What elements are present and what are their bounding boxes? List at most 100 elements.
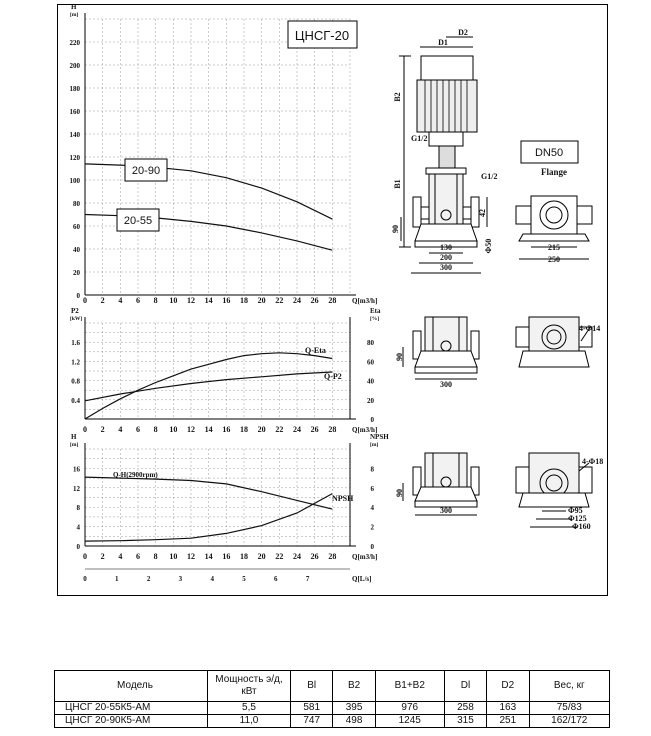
flange-middle-view bbox=[515, 316, 593, 368]
cell-b2: 498 bbox=[332, 714, 376, 728]
y2-tick-label: 20 bbox=[367, 397, 375, 405]
svg-text:B2: B2 bbox=[393, 92, 402, 101]
x-tick-label: 2 bbox=[101, 425, 105, 434]
x-tick-label: 26 bbox=[311, 552, 319, 561]
svg-text:90: 90 bbox=[395, 353, 404, 361]
series-line bbox=[84, 371, 333, 402]
x-tick-label: 22 bbox=[275, 296, 283, 305]
svg-text:B1: B1 bbox=[393, 179, 402, 188]
y-tick-label: 20 bbox=[73, 269, 81, 277]
cell-b1b2: 976 bbox=[374, 701, 445, 715]
x-tick-label: 16 bbox=[222, 425, 230, 434]
series-label: NPSH bbox=[332, 494, 354, 503]
svg-text:42: 42 bbox=[478, 209, 487, 217]
cell-model: ЦНСГ 20-90К5-АМ bbox=[54, 714, 208, 728]
x-tick-label: 28 bbox=[328, 296, 336, 305]
cell-d1: 315 bbox=[443, 714, 488, 728]
x-tick-label: 12 bbox=[187, 425, 195, 434]
y2-tick-label: 2 bbox=[371, 524, 375, 532]
y-tick-label: 0.8 bbox=[71, 378, 80, 386]
y2-tick-label: 6 bbox=[371, 485, 375, 493]
x-axis-label: Q[m3/h] bbox=[352, 297, 377, 305]
cell-b1: 581 bbox=[289, 701, 334, 715]
x-tick-label: 0 bbox=[83, 552, 87, 561]
flange-bottom-view bbox=[515, 452, 593, 528]
x2-tick-label: 7 bbox=[306, 575, 310, 583]
x2-tick-label: 6 bbox=[274, 575, 278, 583]
y2-tick-label: 80 bbox=[367, 339, 375, 347]
x-tick-label: 28 bbox=[328, 552, 336, 561]
y-tick-label: 0 bbox=[77, 543, 81, 551]
table-header-row: Модель Мощность э/д, кВт Bl B2 B1+B2 Dl … bbox=[54, 670, 611, 702]
y2-tick-label: 40 bbox=[367, 378, 375, 386]
x-tick-label: 24 bbox=[293, 425, 301, 434]
cell-b1: 747 bbox=[289, 714, 334, 728]
y-tick-label: 140 bbox=[70, 131, 81, 139]
y-tick-label: 16 bbox=[73, 465, 81, 473]
x-tick-label: 14 bbox=[205, 425, 213, 434]
series-line bbox=[84, 493, 333, 542]
x-tick-label: 22 bbox=[275, 552, 283, 561]
svg-text:200: 200 bbox=[440, 253, 452, 262]
y-tick-label: 220 bbox=[70, 39, 81, 47]
y-tick-label: 120 bbox=[70, 154, 81, 162]
svg-text:90: 90 bbox=[391, 225, 400, 233]
x-tick-label: 4 bbox=[118, 552, 122, 561]
holes-14-label: 4-Φ14 bbox=[579, 324, 600, 333]
cell-weight: 162/172 bbox=[528, 714, 611, 728]
title-box bbox=[287, 20, 358, 49]
col-power: Мощность э/д, кВт bbox=[207, 670, 291, 702]
x-tick-label: 4 bbox=[118, 425, 122, 434]
flange-top-view bbox=[515, 195, 593, 260]
x-tick-label: 6 bbox=[136, 425, 140, 434]
x-tick-label: 10 bbox=[169, 552, 177, 561]
svg-text:G1/2: G1/2 bbox=[411, 134, 427, 143]
y2-axis-label: NPSH bbox=[370, 433, 389, 441]
table-row: ЦНСГ 20-55К5-АМ 5,5 581 395 976 258 163 … bbox=[54, 701, 611, 715]
x-tick-label: 26 bbox=[311, 296, 319, 305]
svg-text:D1: D1 bbox=[438, 38, 448, 47]
x2-axis-label: Q[L/s] bbox=[352, 575, 371, 583]
x-tick-label: 18 bbox=[240, 425, 248, 434]
y-axis-label: H bbox=[71, 433, 77, 441]
pump-front-labels: D1 D2 B2 B1 G1/2 G1/2 90 42 130 200 300 … bbox=[391, 28, 497, 272]
flange-top-labels: 215 250 bbox=[548, 243, 560, 264]
cell-model: ЦНСГ 20-55К5-АМ bbox=[54, 701, 208, 715]
y-tick-label: 12 bbox=[73, 485, 81, 493]
y2-axis-unit: [%] bbox=[370, 316, 379, 322]
series-label: 20-55 bbox=[124, 215, 152, 227]
dn50-box bbox=[520, 140, 579, 164]
y2-axis-label: Eta bbox=[370, 307, 381, 315]
x-tick-label: 20 bbox=[258, 552, 266, 561]
col-model: Модель bbox=[54, 670, 208, 702]
svg-text:D2: D2 bbox=[458, 28, 468, 37]
y-tick-label: 1.6 bbox=[71, 339, 80, 347]
y-tick-label: 200 bbox=[70, 62, 81, 70]
svg-text:G1/2: G1/2 bbox=[481, 172, 497, 181]
cell-b1b2: 1245 bbox=[374, 714, 445, 728]
svg-text:300: 300 bbox=[440, 506, 452, 515]
x-tick-label: 4 bbox=[118, 296, 122, 305]
y-tick-label: 1.2 bbox=[71, 358, 80, 366]
x-tick-label: 16 bbox=[222, 552, 230, 561]
y-tick-label: 4 bbox=[77, 524, 81, 532]
y-tick-label: 160 bbox=[70, 108, 81, 116]
x-tick-label: 18 bbox=[240, 296, 248, 305]
col-b1b2: B1+B2 bbox=[374, 670, 445, 702]
cell-b2: 395 bbox=[332, 701, 376, 715]
x-tick-label: 16 bbox=[222, 296, 230, 305]
x-tick-label: 24 bbox=[293, 296, 301, 305]
series-label: Q-Eta bbox=[305, 346, 326, 355]
x-axis-label: Q[m3/h] bbox=[352, 553, 377, 561]
x-tick-label: 14 bbox=[205, 296, 213, 305]
pump-bottom-view bbox=[402, 452, 480, 516]
x-tick-label: 8 bbox=[154, 552, 158, 561]
y-tick-label: 8 bbox=[77, 504, 81, 512]
y-tick-label: 100 bbox=[70, 177, 81, 185]
y2-tick-label: 4 bbox=[371, 504, 375, 512]
pump-middle-view bbox=[402, 316, 480, 380]
cell-power: 11,0 bbox=[207, 714, 291, 728]
pump-bottom-labels: 90 300 bbox=[395, 489, 452, 515]
col-b1: Bl bbox=[289, 670, 334, 702]
